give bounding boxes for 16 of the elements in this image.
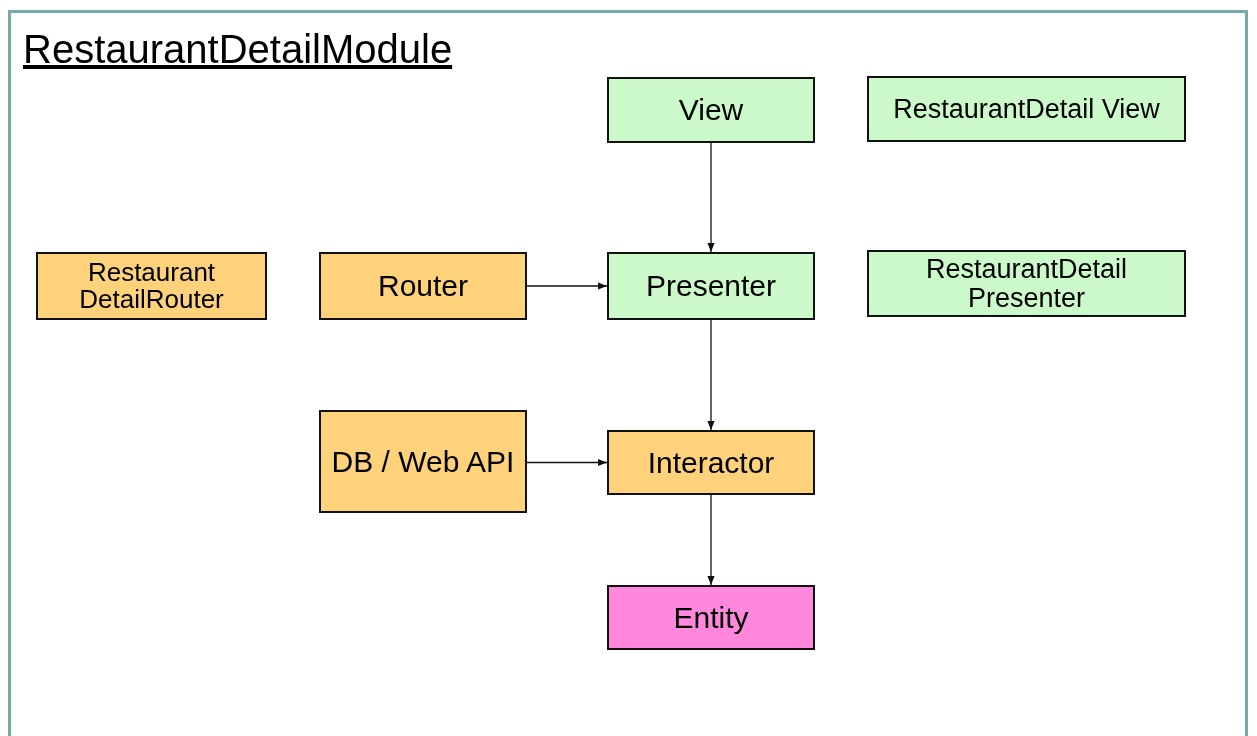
module-title: RestaurantDetailModule [23, 27, 453, 72]
arrow [526, 458, 608, 467]
module-frame [8, 10, 1248, 736]
component-box: RestaurantDetail View [867, 76, 1186, 142]
arrow [707, 142, 715, 253]
component-box: Interactor [607, 430, 815, 495]
arrow [707, 319, 715, 431]
component-box: Router [319, 252, 527, 320]
arrow [526, 282, 608, 290]
arrow [707, 494, 715, 586]
component-box: Presenter [607, 252, 815, 320]
component-box: Entity [607, 585, 815, 650]
component-box: RestaurantDetail Presenter [867, 250, 1186, 317]
component-box: View [607, 77, 815, 143]
component-box: Restaurant DetailRouter [36, 252, 267, 320]
component-box: DB / Web API [319, 410, 527, 513]
